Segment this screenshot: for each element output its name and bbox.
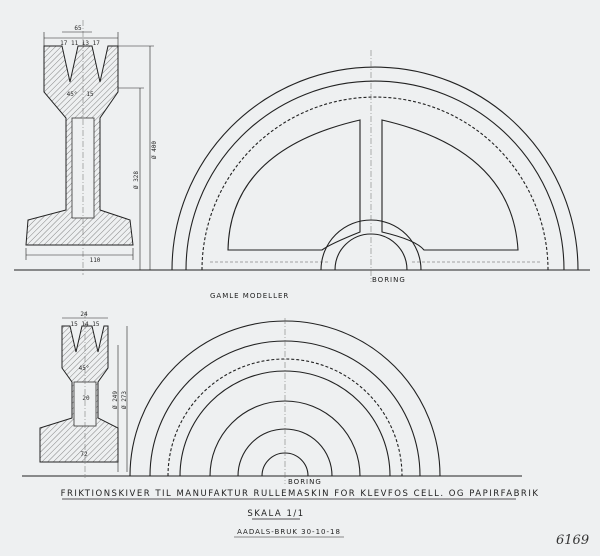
drawing-title: FRIKTIONSKIVER TIL MANUFAKTUR RULLEMASKI… [61,489,540,499]
drawing-signature: AADALS-BRUK 30-10-18 [237,528,341,536]
lower-section-view [39,312,128,478]
lower-dia-outer-dim: Ø 273 [121,391,128,409]
lower-half-elevation [22,318,522,484]
lower-groove-dim: 45° [79,365,90,372]
lower-dia-inner-dim: Ø 249 [112,391,119,409]
upper-model-note: GAMLE MODELLER [210,292,289,300]
upper-segments-dim: 17 11 13 17 [60,40,100,47]
upper-dia-outer-dim: Ø 400 [151,141,158,159]
upper-web-dim: 15 [86,91,94,98]
upper-bore-label: BORING [372,276,406,284]
lower-segments-dim: 15 14 15 [71,321,100,328]
upper-half-elevation [14,50,590,282]
upper-section-view [25,20,154,275]
lower-bore-label: BORING [288,478,322,486]
upper-dia-inner-dim: Ø 328 [133,171,140,189]
lower-top-width-dim: 24 [80,311,88,318]
sheet-number: 6169 [556,533,589,548]
lower-web-dim: 20 [82,395,90,402]
upper-groove-dim: 45° [67,91,78,98]
upper-top-width-dim: 65 [74,25,82,32]
drawing-scale: SKALA 1/1 [247,509,304,519]
upper-base-width-dim: 110 [90,257,101,264]
lower-hub-dim: 72 [80,451,88,458]
